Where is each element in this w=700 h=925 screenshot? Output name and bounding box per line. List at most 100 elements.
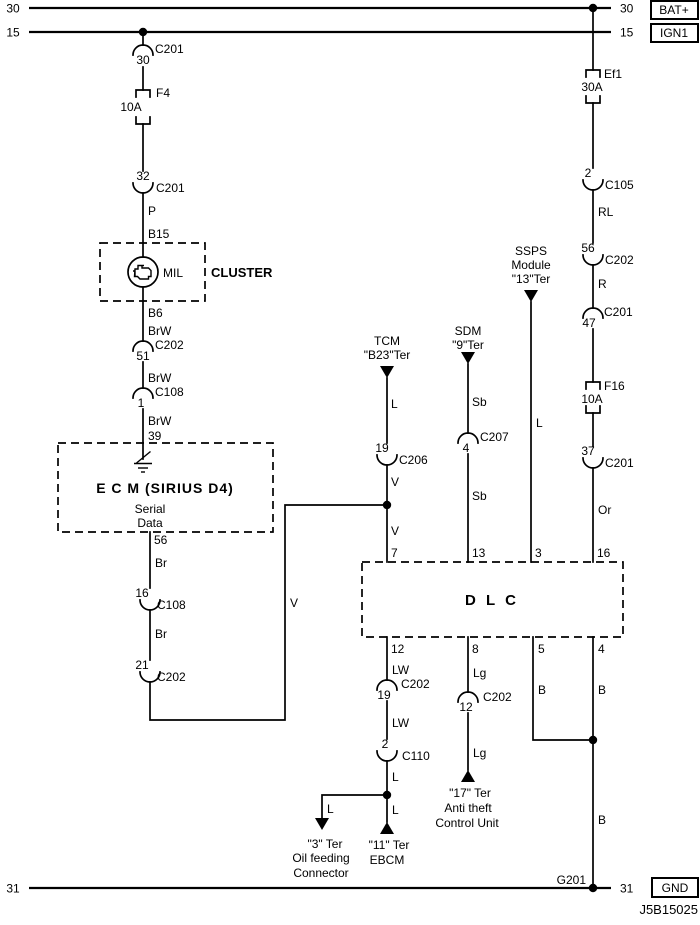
- serial-data-wire: [149, 504, 388, 721]
- dlc-pin-label: 8: [472, 642, 479, 656]
- gnd-tag-box: [651, 877, 699, 898]
- connector-pin: 1: [138, 396, 145, 410]
- connector-arc-icon: [582, 457, 604, 469]
- wire-color-label: L: [392, 803, 399, 817]
- connector-name: C110: [402, 749, 430, 763]
- dlc-box: [361, 561, 624, 638]
- fuse-rating: 10A: [581, 392, 602, 406]
- rail-31-right-label: 31: [620, 882, 634, 896]
- connector-arc-icon: [132, 387, 154, 399]
- connector-arc-icon: [376, 679, 398, 691]
- ground-point-label: G201: [557, 873, 587, 887]
- wire-color-label: L: [327, 802, 334, 816]
- wire-color-label: Sb: [472, 489, 487, 503]
- bat-tag-box: [650, 0, 699, 20]
- connector-pin: 2: [585, 166, 592, 180]
- rail-31-gnd: 31 31 G201 GND: [6, 873, 699, 898]
- fuse-ef1: Ef1 30A: [581, 67, 622, 104]
- connector-name: C201: [156, 181, 185, 195]
- connector-12-c202: 12 C202: [457, 690, 512, 714]
- antitheft-terminal-label: "17" Ter: [449, 786, 491, 800]
- connector-pin: 19: [377, 688, 391, 702]
- connector-name: C201: [604, 305, 633, 319]
- pin-label: B15: [148, 227, 170, 241]
- ssps-name: SSPS: [515, 244, 547, 258]
- connector-name: C108: [157, 598, 186, 612]
- oil-dest-label: Oil feeding: [292, 851, 349, 865]
- tcm-terminal-arrow-icon: [380, 366, 394, 378]
- connector-name: C202: [401, 677, 430, 691]
- connector-arc-icon: [582, 179, 604, 191]
- connector-19-c206: 19 C206: [375, 441, 428, 467]
- pin-label: 39: [148, 429, 162, 443]
- connector-pin: 47: [582, 316, 596, 330]
- ecm-module: E C M (SIRIUS D4) Serial Data 56 Br 16 C…: [57, 442, 388, 721]
- ebcm-terminal-arrow-icon: [380, 822, 394, 834]
- connector-19-c202: 19 C202: [376, 677, 430, 702]
- pin-label: 56: [154, 533, 168, 547]
- connector-arc-icon: [582, 254, 604, 266]
- oil-dest-label: Connector: [293, 866, 348, 880]
- fuse-rating: 30A: [581, 80, 602, 94]
- fuse-f4: F4 10A: [120, 86, 170, 125]
- dlc-pin-label: 16: [597, 546, 611, 560]
- ign-tag-box: [650, 23, 699, 43]
- ground-branch: B B B: [532, 636, 606, 889]
- fuse-icon: [585, 405, 601, 414]
- ebcm-terminal-label: "11" Ter: [369, 838, 410, 852]
- connector-arc-icon: [132, 340, 154, 352]
- connector-pin: 12: [459, 700, 473, 714]
- rail-15-left-label: 15: [6, 26, 20, 40]
- connector-1-c108: 1 C108: [132, 385, 184, 410]
- connector-name: C202: [605, 253, 634, 267]
- wire-color-label: RL: [598, 205, 614, 219]
- ground-slash: [136, 450, 151, 464]
- dlc-pin-label: 7: [391, 546, 398, 560]
- wire-color-label: V: [391, 475, 399, 489]
- sdm-branch: SDM "9"Ter Sb 4 C207 Sb 13: [452, 324, 509, 563]
- ign-branch: Ef1 30A 2 C105 RL 56 C202 R 47 C201 F16 …: [581, 7, 634, 563]
- tcm-branch: TCM "B23"Ter L 19 C206 V V 7: [364, 334, 428, 563]
- ssps-name-2: Module: [511, 258, 551, 272]
- connector-arc-icon: [132, 44, 154, 56]
- connector-4-c207: 4 C207: [457, 430, 509, 455]
- connector-name: C201: [155, 42, 184, 56]
- wire-color-label: V: [290, 596, 298, 610]
- wire-color-label: LW: [392, 716, 410, 730]
- connector-arc-icon: [582, 307, 604, 319]
- antitheft-branch: Lg 12 C202 Lg "17" Ter Anti theft Contro…: [435, 636, 512, 830]
- wire-color-label: Sb: [472, 395, 487, 409]
- wire-color-label: Br: [155, 556, 167, 570]
- wire-color-label: V: [391, 524, 399, 538]
- connector-16-c108: 16 C108: [135, 586, 186, 612]
- connector-pin: 16: [135, 586, 149, 600]
- ecm-title: E C M (SIRIUS D4): [96, 480, 234, 496]
- sdm-name: SDM: [455, 324, 482, 338]
- connector-name: C202: [157, 670, 186, 684]
- fuse-icon: [585, 381, 601, 390]
- bat-tag: BAT+: [659, 3, 688, 17]
- connector-name: C202: [483, 690, 512, 704]
- dlc-pin-label: 5: [538, 642, 545, 656]
- wire: [321, 794, 388, 819]
- ebcm-branch: L "11" Ter EBCM: [369, 803, 410, 867]
- rail-30-left-label: 30: [6, 2, 20, 16]
- connector-32-c201: 32 C201: [132, 169, 185, 195]
- fuse-name: Ef1: [604, 67, 622, 81]
- mil-lamp: [127, 256, 159, 288]
- cluster-label: CLUSTER: [211, 265, 273, 280]
- junction-dot: [588, 735, 598, 745]
- dlc-pin-label: 13: [472, 546, 486, 560]
- wire-color-label: Lg: [473, 666, 486, 680]
- connector-51-c202: 51 C202: [132, 338, 184, 363]
- connector-pin: 21: [135, 658, 149, 672]
- connector-pin: 19: [375, 441, 389, 455]
- connector-pin: 56: [581, 241, 595, 255]
- rail-31-left-label: 31: [6, 882, 20, 896]
- rail-15-ign: 15 15 IGN1: [6, 23, 699, 43]
- connector-47-c201: 47 C201: [582, 305, 633, 330]
- ebcm-dest-label: EBCM: [370, 853, 405, 867]
- fuse-name: F4: [156, 86, 170, 100]
